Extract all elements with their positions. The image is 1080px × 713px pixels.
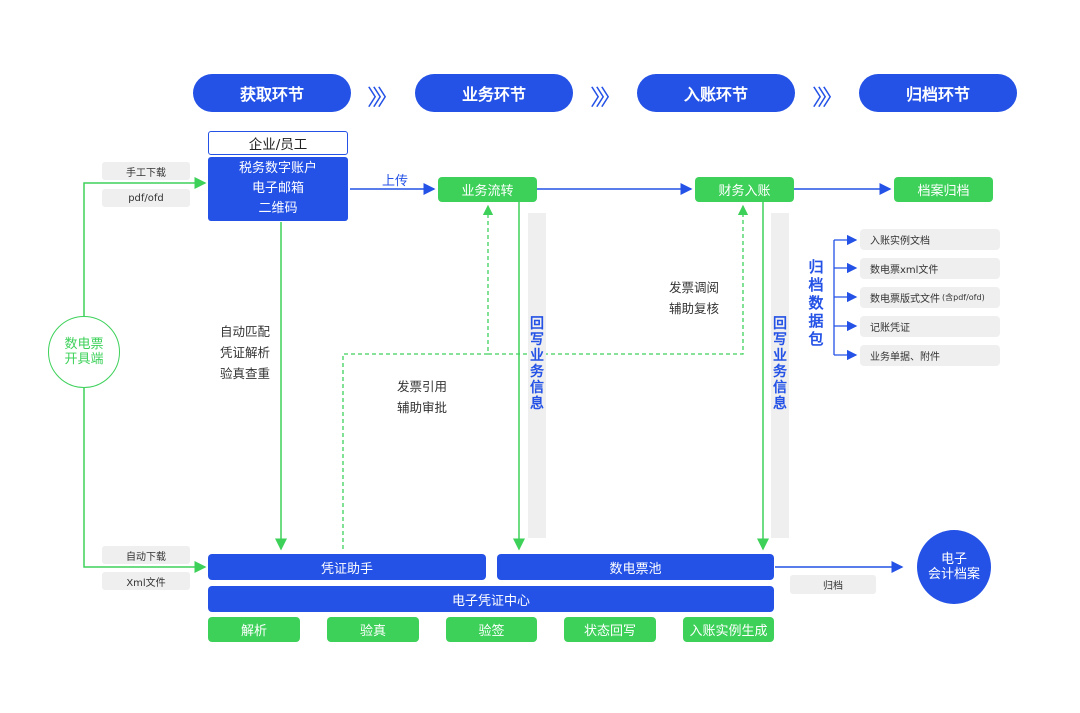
function-status-writeback: 状态回写 (564, 617, 656, 642)
channel-email: 电子邮箱 (251, 181, 304, 196)
writeback-label: 回写业务信息 (530, 316, 544, 412)
manual-download-tag: 手工下载 (102, 162, 190, 180)
archive-item: 业务单据、附件 (860, 345, 1000, 366)
upload-label: 上传 (382, 174, 409, 189)
invoice-view-labels: 发票调阅 辅助复核 (669, 277, 719, 319)
channel-qrcode: 二维码 (258, 201, 298, 216)
archive-item: 记账凭证 (860, 316, 1000, 337)
voucher-center-node: 电子凭证中心 (208, 586, 774, 612)
writeback-bar-2 (771, 213, 789, 538)
invoice-ref-label: 发票引用 (397, 379, 448, 394)
writeback-label-2: 回写业务信息 (773, 316, 787, 412)
chevron-icon: 〉〉〉 (367, 86, 399, 111)
e-archive-circle: 电子 会计档案 (917, 530, 991, 604)
finance-entry-node: 财务入账 (695, 177, 794, 202)
e-archive-line2: 会计档案 (927, 567, 980, 582)
business-flow-node: 业务流转 (438, 177, 537, 202)
invoice-ref-labels: 发票引用 辅助审批 (397, 376, 447, 418)
archive-item: 数电票xml文件 (860, 258, 1000, 279)
e-archive-line1: 电子 (940, 552, 967, 567)
voucher-assistant-node: 凭证助手 (208, 554, 486, 580)
invoice-view-label: 发票调阅 (669, 280, 720, 295)
function-sign-check: 验签 (446, 617, 537, 642)
archive-item: 入账实例文档 (860, 229, 1000, 250)
verify-dedupe-label: 验真查重 (220, 366, 271, 381)
assist-review-label: 辅助复核 (669, 301, 720, 316)
pdf-ofd-tag: pdf/ofd (102, 189, 190, 207)
source-line1: 数电票 (64, 337, 104, 352)
archive-item-label: 数电票版式文件 (870, 294, 940, 305)
source-line2: 开具端 (64, 352, 104, 367)
archive-tag: 归档 (790, 575, 876, 594)
function-parse: 解析 (208, 617, 300, 642)
chevron-icon: 〉〉〉 (812, 86, 844, 111)
auto-download-tag: 自动下载 (102, 546, 190, 564)
chevron-icon: 〉〉〉 (590, 86, 622, 111)
xml-file-tag: Xml文件 (102, 572, 190, 590)
stage-archive: 归档环节 (859, 74, 1017, 112)
function-verify: 验真 (327, 617, 419, 642)
archive-package-label: 归档数据包 (808, 258, 824, 348)
archive-item: 数电票版式文件 (含pdf/ofd) (860, 287, 1000, 308)
writeback-bar (528, 213, 546, 538)
stage-business: 业务环节 (415, 74, 573, 112)
enterprise-box: 企业/员工 (208, 131, 348, 155)
invoice-pool-node: 数电票池 (497, 554, 774, 580)
archive-item-suffix: (含pdf/ofd) (942, 293, 985, 302)
assist-approve-label: 辅助审批 (397, 400, 448, 415)
stage-accounting: 入账环节 (637, 74, 795, 112)
archive-node: 档案归档 (894, 177, 993, 202)
voucher-parse-label: 凭证解析 (220, 345, 271, 360)
auto-match-label: 自动匹配 (220, 324, 271, 339)
auto-labels: 自动匹配 凭证解析 验真查重 (220, 321, 270, 384)
stage-acquire: 获取环节 (193, 74, 351, 112)
channel-tax-account: 税务数字账户 (238, 161, 317, 176)
function-entry-instance: 入账实例生成 (683, 617, 774, 642)
channels-box: 税务数字账户 电子邮箱 二维码 (208, 157, 348, 221)
source-circle: 数电票 开具端 (48, 316, 120, 388)
